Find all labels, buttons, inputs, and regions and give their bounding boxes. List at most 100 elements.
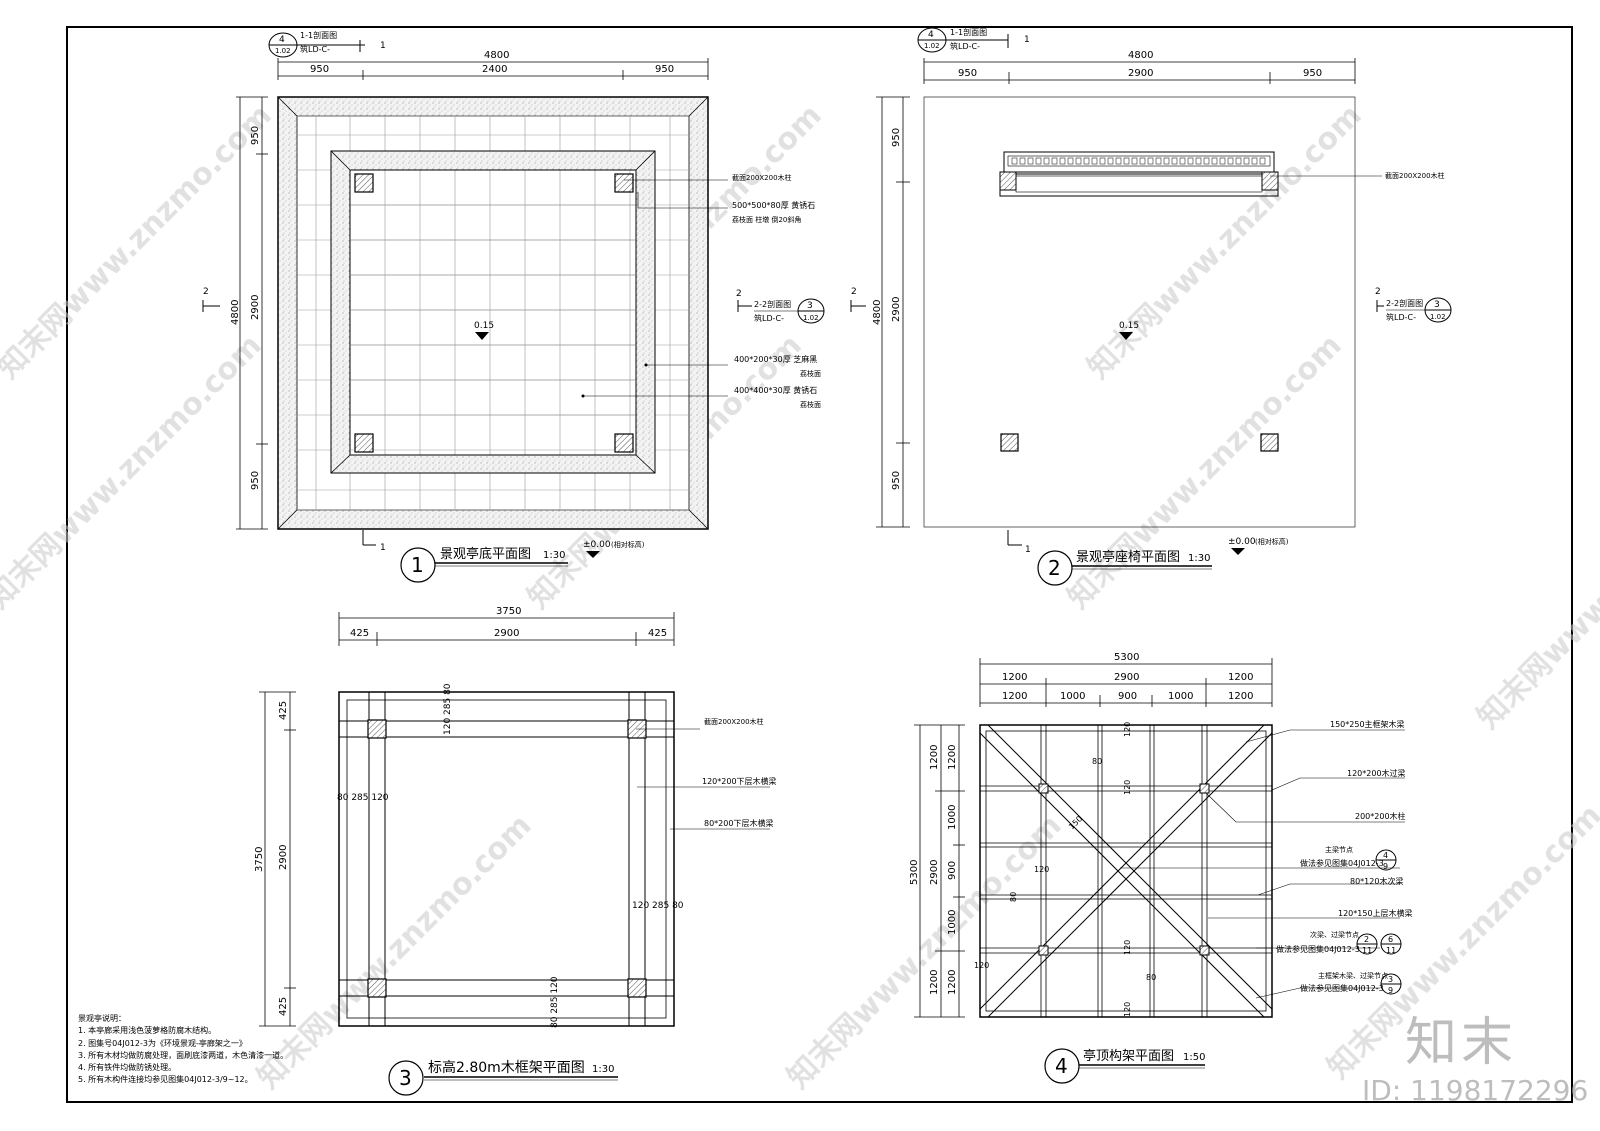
section-tag-sheet: 筑LD-C-	[950, 41, 980, 51]
bench-slat	[1211, 157, 1218, 165]
dim-seg: 2900	[494, 628, 519, 639]
bench-slat	[1035, 157, 1042, 165]
bench-slat	[1203, 157, 1210, 165]
drawing-number-circle	[388, 1060, 424, 1096]
member-size: 80	[1009, 892, 1018, 902]
callout-text: 500*500*80厚 黄锈石	[732, 200, 815, 210]
column	[367, 719, 387, 739]
column	[1038, 945, 1049, 956]
note-item: 5. 所有木构件连接均参见图集04J012-3/9~12。	[78, 1075, 253, 1085]
callout-text: 120*200下层木横梁	[702, 776, 777, 786]
column	[1199, 783, 1210, 794]
dim-total: 4800	[484, 50, 509, 61]
dim-left-total: 4800	[872, 300, 883, 325]
node-ref-num: 4	[1383, 851, 1388, 860]
column-base	[1260, 433, 1279, 452]
dim-left-seg: 1000	[947, 805, 958, 830]
section-marker: 2	[1375, 287, 1381, 297]
column-base	[614, 433, 634, 453]
dim-left-seg: 900	[947, 861, 958, 880]
plan-3-wood-frame: 3750 425 2900 425 3750 425 2900 425	[254, 606, 777, 1096]
bench-slat	[1011, 157, 1018, 165]
note-item: 1. 本亭廊采用浅色菠萝格防腐木结构。	[78, 1026, 217, 1036]
section-marker: 2	[736, 289, 742, 299]
bench-slat	[1019, 157, 1026, 165]
member-size: 80	[1146, 973, 1156, 982]
dim-seg: 1200	[1002, 672, 1027, 683]
drawing-number-circle	[1044, 1048, 1080, 1084]
drawing-number: 4	[1055, 1054, 1068, 1078]
beam	[338, 979, 675, 997]
beam	[338, 720, 675, 738]
bench-slat	[1091, 157, 1098, 165]
platform-outline	[923, 96, 1356, 528]
watermark-text: 知末网www.znzmo.com	[0, 328, 269, 616]
elevation-label: 0.15	[474, 321, 494, 331]
dim-total: 3750	[496, 606, 521, 617]
callout-text: 400*400*30厚 黄锈石	[734, 385, 817, 395]
bench-slat	[1259, 157, 1266, 165]
sheet-border	[66, 26, 1573, 1103]
roof-grid	[980, 725, 1272, 1017]
dim-seg: 950	[655, 64, 674, 75]
dim-seg: 900	[1118, 691, 1137, 702]
drawing-title: 景观亭底平面图	[440, 546, 531, 562]
general-notes: 景观亭说明： 1. 本亭廊采用浅色菠萝格防腐木结构。 2. 图集号04J012-…	[78, 1013, 288, 1087]
notes-heading: 景观亭说明：	[78, 1014, 126, 1023]
watermark-text: 知末网www.znzmo.com	[781, 808, 1069, 1096]
section-tag-title: 1-1剖面图	[300, 30, 337, 40]
dim-left-seg: 1200	[947, 745, 958, 770]
dim-left-total: 5300	[909, 860, 920, 885]
inner-dim: 120 285 80	[443, 683, 453, 735]
callout-text: 200*200木柱	[1355, 811, 1406, 821]
callout-text: 截面200X200木柱	[704, 717, 764, 726]
plan-1-pavilion-base: 4 1.02 1-1剖面图 筑LD-C- 1 4800 950 2400 950…	[202, 30, 825, 583]
dim-seg: 950	[310, 64, 329, 75]
bench-slat	[1251, 157, 1258, 165]
node-ref-num: 3	[1388, 975, 1393, 984]
section-tag-num: 4	[279, 35, 285, 45]
node-ref-page: 11	[1362, 946, 1372, 955]
dim-seg: 1000	[1168, 691, 1193, 702]
section-marker: 1	[1024, 35, 1030, 45]
callout-text: 150*250主框架木梁	[1330, 719, 1405, 729]
member-size: 120	[1123, 1002, 1132, 1017]
section-tag-page: 1.02	[275, 47, 291, 55]
dim-seg: 425	[350, 628, 369, 639]
bench-slat	[1115, 157, 1122, 165]
callout-text: 120*150上层木横梁	[1338, 908, 1413, 918]
callout-text: 主框架木梁、过梁节点	[1318, 971, 1388, 980]
bench-slat	[1243, 157, 1250, 165]
drawing-title: 标高2.80m木框架平面图	[428, 1059, 585, 1076]
drawing-title: 亭顶构架平面图	[1083, 1048, 1174, 1064]
callout-text: 做法参见图集04J012-3	[1300, 858, 1384, 868]
bench	[999, 151, 1279, 197]
callout-text: 荔枝面	[800, 400, 821, 409]
callout-text: 主梁节点	[1325, 845, 1353, 854]
beam	[368, 691, 386, 1027]
elevation-triangle	[475, 332, 489, 340]
inner-dim: 120 285 80	[632, 901, 684, 911]
bench-slat	[1147, 157, 1154, 165]
member-size: 120	[1034, 865, 1049, 874]
drawing-number-circle	[400, 547, 436, 583]
callout-text: 80*120木次梁	[1350, 876, 1403, 886]
plan-2-pavilion-seating: 4 1.02 1-1剖面图 筑LD-C- 1 4800 950 2900 950…	[850, 27, 1452, 586]
image-id: ID: 1198172296	[1362, 1074, 1589, 1107]
dim-left-seg: 2900	[250, 295, 261, 320]
callout-text: 荔枝面 柱墩 倒20斜角	[732, 215, 801, 224]
bench-slat	[1027, 157, 1034, 165]
section-tag-sheet: 筑LD-C-	[754, 313, 784, 323]
drawing-title: 景观亭座椅平面图	[1076, 549, 1180, 565]
dim-seg: 425	[648, 628, 667, 639]
member-size: 120	[974, 961, 989, 970]
column	[1199, 945, 1210, 956]
member-size: 150	[1067, 814, 1084, 831]
dim-left-seg: 1000	[947, 910, 958, 935]
dim-seg: 950	[958, 68, 977, 79]
dim-left-seg: 950	[250, 126, 261, 145]
callout-text: 做法参见图集04J012-3	[1276, 944, 1360, 954]
column-base	[354, 433, 374, 453]
dim-left-seg: 1200	[929, 970, 940, 995]
section-tag-title: 1-1剖面图	[950, 27, 987, 37]
